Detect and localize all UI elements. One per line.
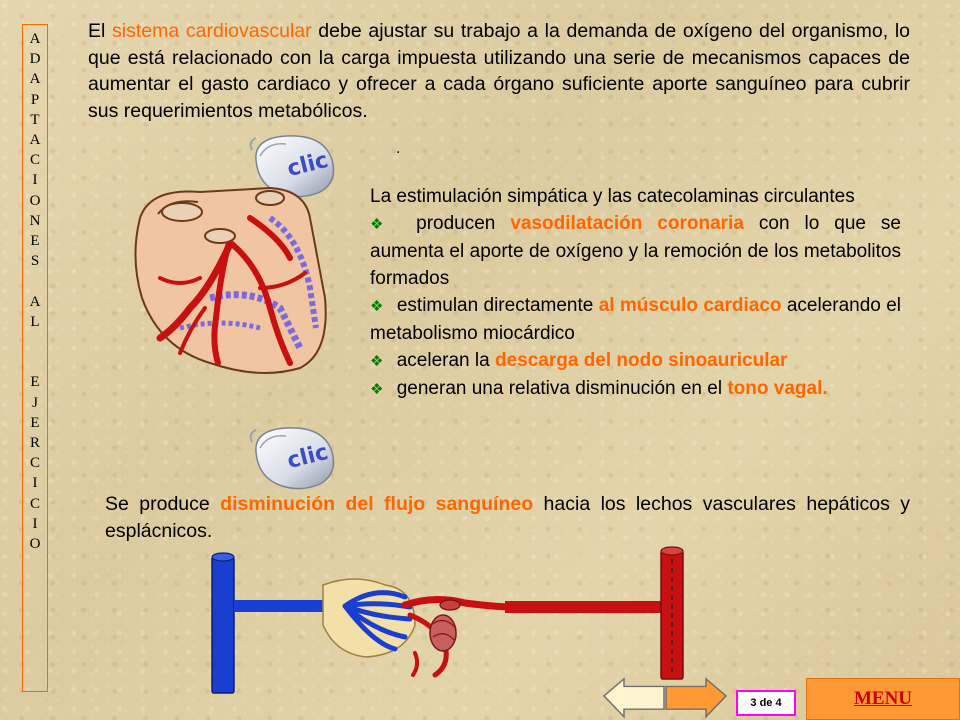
sidebar-letter: E [30, 233, 40, 250]
bullet-text: estimulan directamente [391, 295, 599, 316]
bullet-text: aceleran la [391, 350, 495, 371]
sidebar-letter [33, 352, 37, 372]
bullet-item-sinoatrial-node: ❖ aceleran la descarga del nodo sinoauri… [370, 347, 901, 375]
bullet-highlight: vasodilatación coronaria [510, 213, 744, 234]
sidebar-letter: D [29, 51, 41, 68]
sidebar-letter: T [30, 111, 40, 128]
sidebar-letter: E [30, 414, 40, 431]
diamond-bullet-icon: ❖ [370, 381, 384, 398]
sidebar-letter: N [29, 212, 41, 229]
bullet-highlight: tono vagal. [727, 378, 828, 399]
sidebar-letter: L [30, 313, 40, 330]
diamond-bullet-icon: ❖ [370, 353, 384, 370]
panel-heading: La estimulación simpática y las catecola… [370, 186, 855, 207]
bullet-highlight: descarga del nodo sinoauricular [494, 350, 788, 371]
sidebar-letter: A [29, 132, 41, 149]
stray-dot: . [396, 140, 401, 157]
sidebar-letter: I [32, 172, 38, 189]
sidebar-letter: A [29, 293, 41, 310]
sympathetic-effects-panel: La estimulación simpática y las catecola… [370, 183, 901, 403]
sidebar-letter: R [29, 435, 40, 452]
sidebar-letter: C [29, 495, 40, 512]
page-counter: 3 de 4 [736, 690, 796, 716]
sidebar-letter: P [30, 91, 40, 108]
bullet-text: generan una relativa disminución en el [391, 378, 728, 399]
sidebar-letter: I [32, 475, 38, 492]
next-arrow-icon[interactable] [665, 677, 728, 719]
sidebar-letter [33, 332, 37, 352]
bullet-text: acelerando el metabolismo miocárdico [370, 295, 901, 344]
mouse-icon [249, 427, 335, 490]
clic-mouse-button-2[interactable]: clic [246, 422, 342, 492]
heart-coronary-illustration [134, 186, 327, 374]
sidebar-letter: S [30, 253, 40, 270]
sidebar-letter: E [30, 374, 40, 391]
intro-text-2: debe ajustar su trabajo a la demanda de … [88, 20, 910, 122]
page-navigation-arrows[interactable] [600, 676, 730, 720]
bottom-text-1: Se produce [105, 493, 221, 515]
intro-paragraph: El sistema cardiovascular debe ajustar s… [88, 18, 910, 124]
bottom-highlight: disminución del flujo sanguíneo [220, 493, 534, 515]
diamond-bullet-icon: ❖ [370, 298, 384, 315]
previous-arrow-icon[interactable] [602, 677, 665, 719]
sidebar-letter: O [29, 192, 41, 209]
intro-text-1: El [88, 20, 113, 42]
sidebar-letter: J [32, 394, 38, 411]
bullet-highlight: al músculo cardiaco [598, 295, 782, 316]
intro-highlight-cardiovascular: sistema cardiovascular [112, 20, 312, 42]
diamond-bullet-icon: ❖ [370, 216, 394, 233]
bullet-item-vasodilation: ❖ producen vasodilatación coronaria con … [370, 210, 901, 292]
sidebar-letter: I [32, 515, 38, 532]
bullet-item-cardiac-muscle: ❖ estimulan directamente al músculo card… [370, 292, 901, 347]
clic-mouse-button-1[interactable]: clic [246, 130, 342, 200]
sidebar-letter [33, 271, 37, 291]
liver-vessels-illustration [211, 546, 684, 694]
bullet-text: producen [401, 213, 511, 234]
sidebar-letter: A [29, 71, 41, 88]
sidebar-letter: O [29, 536, 41, 553]
menu-button[interactable]: MENU [806, 678, 960, 720]
sidebar-letter: A [29, 31, 41, 47]
bullet-text: con lo que se aumenta el aporte de oxíge… [370, 213, 901, 289]
bullet-item-vagal-tone: ❖ generan una relativa disminución en el… [370, 375, 901, 403]
splanchnic-flow-paragraph: Se produce disminución del flujo sanguín… [105, 491, 910, 545]
sidebar-letter: C [29, 455, 40, 472]
bottom-text-2: hacia los lechos vasculares hepáticos y … [105, 493, 910, 542]
sidebar-letter: C [29, 152, 40, 169]
mouse-icon [249, 135, 335, 198]
